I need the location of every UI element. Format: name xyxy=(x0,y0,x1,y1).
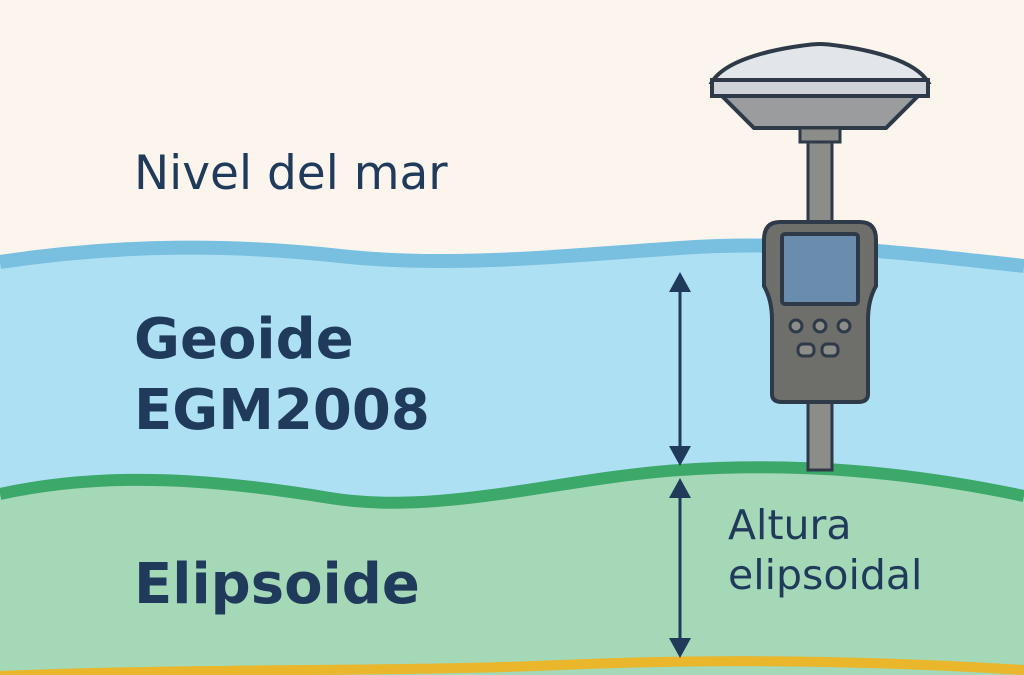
ellipsoidal-height-line2: elipsoidal xyxy=(728,551,923,599)
ellipsoid-label: Elipsoide xyxy=(134,552,420,617)
geoid-label-line1: Geoide xyxy=(134,307,354,372)
ground-line xyxy=(0,656,1024,675)
ellipsoidal-height-line1: Altura xyxy=(728,501,852,549)
ellipsoidal-height-label: Altura elipsoidal xyxy=(728,500,922,600)
geoid-label-line2: EGM2008 xyxy=(134,378,430,443)
geoid-label: Geoide EGM2008 xyxy=(134,304,430,446)
double-arrow-icon xyxy=(669,272,691,466)
gnss-receiver-icon xyxy=(708,41,932,472)
double-arrow-icon xyxy=(669,478,691,658)
ellipsoid-layer xyxy=(0,467,1024,675)
geoid-line xyxy=(0,461,1024,509)
sea-level-label: Nivel del mar xyxy=(134,146,448,201)
